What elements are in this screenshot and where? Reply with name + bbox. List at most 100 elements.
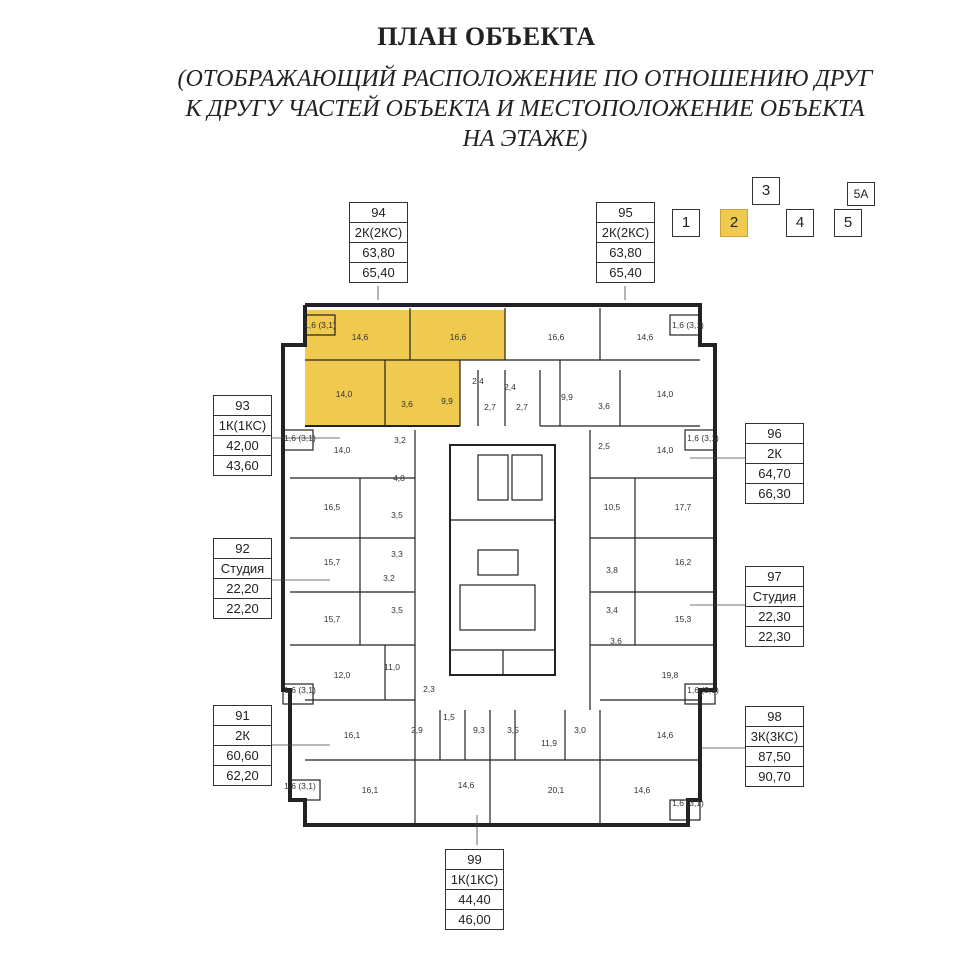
room-area-label: 2,4 [504,382,516,392]
room-area-label: 3,6 [610,636,622,646]
apartment-type: 2К [746,443,803,463]
room-area-label: 14,0 [657,389,674,399]
apartment-area: 64,70 [746,463,803,483]
section-1-button[interactable]: 1 [672,209,700,237]
apartment-type: 1К(1КС) [446,869,503,889]
apartment-area: 63,80 [597,242,654,262]
room-area-label: 16,6 [450,332,467,342]
room-area-label: 14,0 [334,445,351,455]
room-area-label: 9,3 [473,725,485,735]
room-area-label: 3,6 [598,401,610,411]
room-area-label: 3,4 [606,605,618,615]
page-title: ПЛАН ОБЪЕКТА [377,22,596,51]
room-area-label: 1,6 (3,1) [672,320,704,330]
apartment-area: 63,80 [350,242,407,262]
room-area-label: 3,5 [507,725,519,735]
highlighted-apartment-94[interactable] [305,310,505,426]
room-area-label: 2,7 [484,402,496,412]
room-area-label: 9,9 [561,392,573,402]
apartment-type: 2К(2КС) [350,222,407,242]
room-area-label: 2,4 [472,376,484,386]
room-area-label: 16,2 [675,557,692,567]
room-area-label: 16,6 [548,332,565,342]
section-3-button[interactable]: 3 [752,177,780,205]
apartment-area: 22,20 [214,578,271,598]
room-area-label: 11,9 [541,738,557,748]
room-area-label: 12,0 [334,670,351,680]
room-area-label: 1,6 (3,1) [304,320,336,330]
apartment-area-total: 46,00 [446,909,503,929]
apartment-number: 92 [235,541,250,556]
apartment-type: 3К(3КС) [746,726,803,746]
apartment-number: 94 [371,205,386,220]
page-subtitle: (ОТОБРАЖАЮЩИЙ РАСПОЛОЖЕНИЕ ПО ОТНОШЕНИЮ … [80,64,970,154]
room-area-label: 14,0 [336,389,353,399]
apartment-area-total: 43,60 [214,455,271,475]
apartment-93-info[interactable]: 93 1К(1КС) 42,00 43,60 [213,395,272,476]
subtitle-line: К ДРУГУ ЧАСТЕЙ ОБЪЕКТА И МЕСТОПОЛОЖЕНИЕ … [185,96,865,122]
room-labels: 1,6 (3,1) 14,6 16,6 16,6 14,6 1,6 (3,1) 14,0 2,… [284,320,719,808]
room-area-label: 3,0 [574,725,586,735]
apartment-type: Студия [746,586,803,606]
room-area-label: 16,5 [324,502,341,512]
apartment-number: 99 [467,852,482,867]
room-area-label: 16,1 [362,785,379,795]
room-area-label: 3,8 [606,565,618,575]
apartment-98-info[interactable]: 98 3К(3КС) 87,50 90,70 [745,706,804,787]
room-area-label: 2,9 [411,725,423,735]
section-5-button[interactable]: 5 [834,209,862,237]
apartment-area-total: 22,20 [214,598,271,618]
room-area-label: 17,7 [675,502,692,512]
apartment-area-total: 62,20 [214,765,271,785]
room-area-label: 14,6 [352,332,369,342]
apartment-91-info[interactable]: 91 2К 60,60 62,20 [213,705,272,786]
apartment-area: 44,40 [446,889,503,909]
apartment-type: Студия [214,558,271,578]
apartment-92-info[interactable]: 92 Студия 22,20 22,20 [213,538,272,619]
room-area-label: 15,7 [324,557,341,567]
room-area-label: 11,0 [384,662,400,672]
subtitle-line: (ОТОБРАЖАЮЩИЙ РАСПОЛОЖЕНИЕ ПО ОТНОШЕНИЮ … [177,66,873,92]
room-area-label: 14,6 [637,332,654,342]
room-area-label: 15,7 [324,614,341,624]
apartment-94-info[interactable]: 94 2К(2КС) 63,80 65,40 [349,202,408,283]
section-4-button[interactable]: 4 [786,209,814,237]
apartment-area: 87,50 [746,746,803,766]
room-area-label: 19,8 [662,670,679,680]
apartment-area-total: 65,40 [597,262,654,282]
apartment-type: 2К [214,725,271,745]
room-area-label: 1,6 (3,1) [687,685,719,695]
room-area-label: 1,6 (3,1) [687,433,719,443]
room-area-label: 9,9 [441,396,453,406]
apartment-99-info[interactable]: 99 1К(1КС) 44,40 46,00 [445,849,504,930]
room-area-label: 14,6 [657,730,674,740]
apartment-type: 2К(2КС) [597,222,654,242]
room-area-label: 4,8 [393,473,405,483]
room-area-label: 15,3 [675,614,692,624]
room-area-label: 14,0 [657,445,674,455]
apartment-area-total: 90,70 [746,766,803,786]
apartment-number: 93 [235,398,250,413]
apartment-97-info[interactable]: 97 Студия 22,30 22,30 [745,566,804,647]
apartment-number: 98 [767,709,782,724]
room-area-label: 1,6 (3,1) [672,798,704,808]
room-area-label: 3,5 [391,510,403,520]
apartment-area: 60,60 [214,745,271,765]
subtitle-line: НА ЭТАЖЕ) [462,126,588,152]
room-area-label: 14,6 [634,785,651,795]
apartment-96-info[interactable]: 96 2К 64,70 66,30 [745,423,804,504]
apartment-95-info[interactable]: 95 2К(2КС) 63,80 65,40 [596,202,655,283]
room-area-label: 16,1 [344,730,361,740]
apartment-area-total: 65,40 [350,262,407,282]
section-5a-button[interactable]: 5А [847,182,875,206]
apartment-area-total: 66,30 [746,483,803,503]
room-area-label: 2,3 [423,684,435,694]
apartment-number: 95 [618,205,633,220]
apartment-area: 42,00 [214,435,271,455]
apartment-number: 91 [235,708,250,723]
section-2-button[interactable]: 2 [720,209,748,237]
room-area-label: 14,6 [458,780,475,790]
room-area-label: 3,2 [383,573,395,583]
room-area-label: 3,2 [394,435,406,445]
